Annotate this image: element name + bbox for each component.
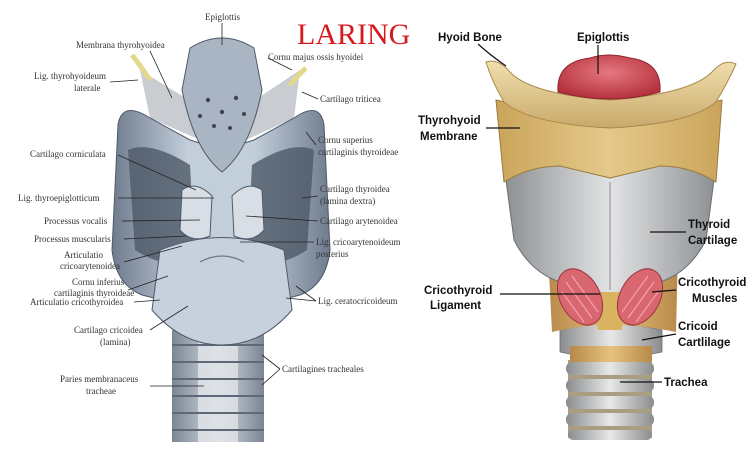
- label-articulatio-cricoarytenoidea-line2: cricoarytenoidea: [60, 261, 120, 271]
- label-articulatio-cricoarytenoidea: Articulatio: [64, 250, 103, 260]
- left-larynx-illustration: [112, 38, 330, 442]
- left-arytenoid: [180, 186, 212, 239]
- label-processus-vocalis: Processus vocalis: [44, 216, 108, 226]
- label-thyrohyoid-membrane: Thyrohyoid: [418, 115, 481, 127]
- label-cartilago-cricoidea-line2: (lamina): [100, 337, 131, 347]
- label-trachea: Trachea: [664, 377, 708, 389]
- label-thyroid-cartilage: Thyroid: [688, 219, 730, 231]
- label-epiglottis-right: Epiglottis: [577, 32, 629, 44]
- label-cricothyroid-muscles: Cricothyroid: [678, 277, 746, 289]
- label-cartilago-cricoidea: Cartilago cricoidea: [74, 325, 143, 335]
- label-thyroid-cartilage-line2: Cartilage: [688, 235, 737, 247]
- label-cornu-superius: Cornu superius: [318, 135, 373, 145]
- label-cornu-majus: Cornu majus ossis hyoidei: [268, 52, 364, 62]
- right-epiglottis: [558, 55, 660, 99]
- left-cricoid-lamina: [152, 238, 292, 346]
- label-cartilagines-tracheales: Cartilagines tracheales: [282, 364, 364, 374]
- label-paries-membranaceus: Paries membranaceus: [60, 374, 139, 384]
- label-epiglottis: Epiglottis: [205, 12, 241, 22]
- label-lig-thyroepiglotticum: Lig. thyroepiglotticum: [18, 193, 100, 203]
- right-trachea: [566, 360, 654, 440]
- label-lig-thyrohyoideum-line2: laterale: [74, 83, 100, 93]
- label-cornu-inferius: Cornu inferius: [72, 277, 125, 287]
- label-lig-cricoarytenoideum: Lig. cricoarytenoideum: [316, 237, 400, 247]
- label-processus-muscularis: Processus muscularis: [34, 234, 111, 244]
- label-membrana-thyrohyoidea: Membrana thyrohyoidea: [76, 40, 165, 50]
- label-lig-cricoarytenoideum-line2: posterius: [316, 249, 349, 259]
- label-cartilago-thyroidea: Cartilago thyroidea: [320, 184, 390, 194]
- label-lig-ceratocricoideum: Lig. ceratocricoideum: [318, 296, 397, 306]
- left-hyoid-horn: [132, 55, 150, 80]
- label-articulatio-cricothyroidea: Articulatio cricothyroidea: [30, 297, 123, 307]
- figure-title: LARING: [297, 18, 410, 51]
- label-cartilago-arytenoidea: Cartilago arytenoidea: [320, 216, 398, 226]
- label-lig-thyrohyoideum: Lig. thyrohyoideum: [34, 71, 106, 81]
- label-thyrohyoid-membrane-line2: Membrane: [420, 131, 478, 143]
- label-cornu-superius-line2: cartilaginis thyroideae: [318, 147, 398, 157]
- label-cricoid-cartilage: Cricoid: [678, 321, 718, 333]
- label-cartilago-triticea: Cartilago triticea: [320, 94, 381, 104]
- label-hyoid-bone: Hyoid Bone: [438, 32, 502, 44]
- label-cartilago-thyroidea-line2: (lamina dextra): [320, 196, 375, 206]
- label-cricothyroid-ligament: Cricothyroid: [424, 285, 492, 297]
- label-cricoid-cartilage-line2: Cartlilage: [678, 337, 730, 349]
- label-cricothyroid-ligament-line2: Ligament: [430, 300, 481, 312]
- label-cartilago-corniculata: Cartilago corniculata: [30, 149, 106, 159]
- label-cricothyroid-muscles-line2: Muscles: [692, 293, 737, 305]
- label-paries-membranaceus-line2: tracheae: [86, 386, 116, 396]
